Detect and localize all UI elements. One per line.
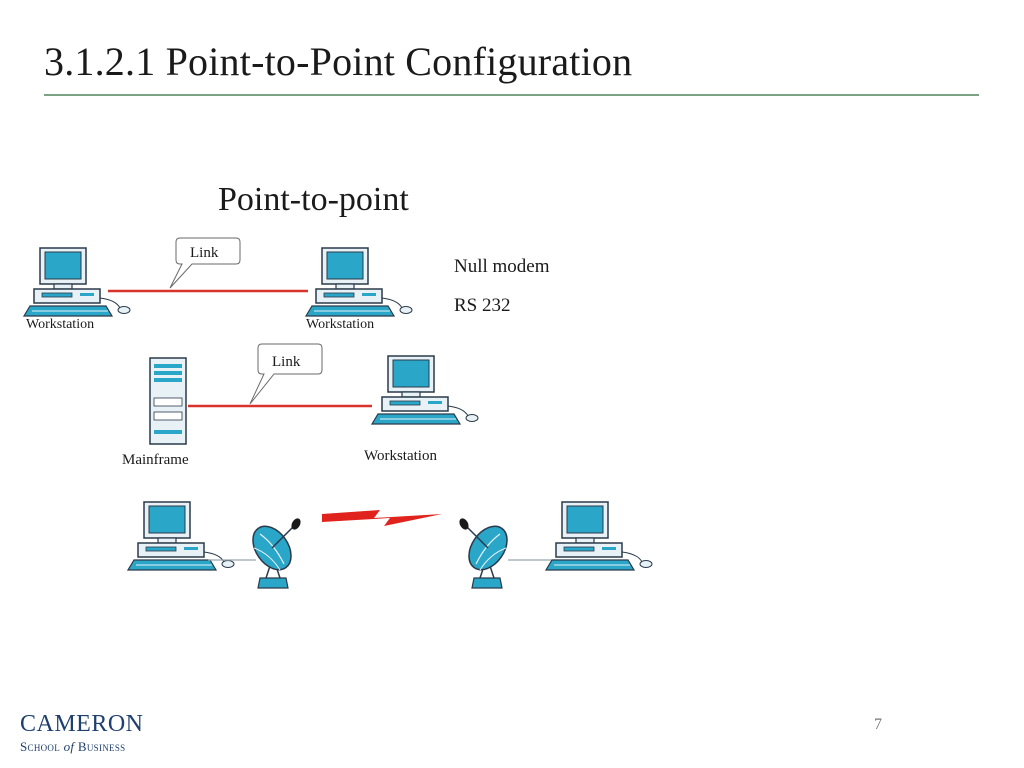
row1-left-workstation <box>23 247 131 317</box>
cameron-school-logo: CAMERON School of Business <box>20 712 144 753</box>
row2-workstation <box>371 355 479 425</box>
title-divider <box>44 94 979 96</box>
diagram-heading: Point-to-point <box>218 181 409 218</box>
row3-right-computer <box>545 501 653 571</box>
row2-workstation-label: Workstation <box>364 448 437 464</box>
row2-link-label: Link <box>272 354 301 370</box>
slide-title: 3.1.2.1 Point-to-Point Configuration <box>44 39 633 84</box>
rs232-note: RS 232 <box>454 295 511 316</box>
row1-link-callout: Link <box>169 237 241 289</box>
left-satellite-dish-icon <box>244 516 304 589</box>
mainframe-label: Mainframe <box>122 452 189 468</box>
row1-link-label: Link <box>190 245 219 261</box>
right-satellite-dish-icon <box>456 516 516 589</box>
null-modem-note: Null modem <box>454 256 550 277</box>
page-number: 7 <box>874 716 882 733</box>
row1-right-workstation <box>305 247 413 317</box>
point-to-point-diagram: Point-to-point Link Workstation Workstat… <box>23 181 653 589</box>
mainframe-icon <box>149 357 187 445</box>
row1-left-label: Workstation <box>26 317 94 332</box>
logo-line1: CAMERON <box>20 711 144 737</box>
row1-right-label: Workstation <box>306 317 374 332</box>
wireless-lightning-icon <box>322 510 442 526</box>
logo-line2: School of Business <box>20 739 126 754</box>
row2-link-callout: Link <box>249 343 323 405</box>
